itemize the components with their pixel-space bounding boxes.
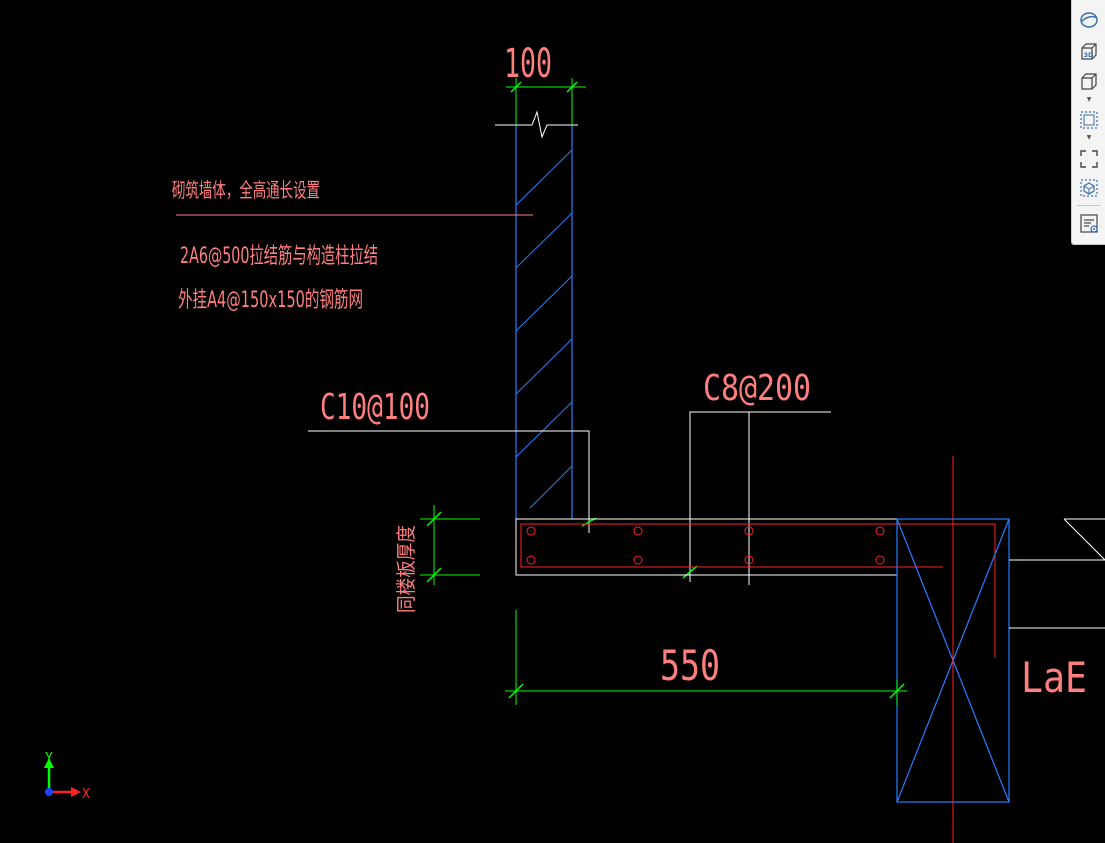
wall-note: 砌筑墙体，全高通长设置 2A6@500拉结筋与构造柱拉结 外挂A4@150x15… [172, 178, 533, 313]
stirrup-label: C10@100 [320, 387, 430, 428]
wall-note-line2: 外挂A4@150x150的钢筋网 [178, 288, 363, 313]
wall-note-title: 砌筑墙体，全高通长设置 [172, 178, 320, 202]
dimension-wall-thickness: 100 [504, 41, 586, 125]
properties-icon [1080, 214, 1098, 233]
dimension-slab-depth: 同楼板厚度 [394, 505, 480, 613]
toolbar-separator [1077, 205, 1101, 206]
view-cube-icon [1081, 73, 1097, 90]
anchor-label: LaE [1021, 653, 1087, 702]
selection-box-icon [1080, 111, 1098, 129]
rebar-dots [526, 526, 885, 565]
wall-hatch [515, 149, 573, 509]
3d-view-button[interactable]: 3D [1076, 40, 1102, 64]
dim-text-550: 550 [660, 641, 720, 690]
selection-box-button[interactable] [1076, 108, 1102, 132]
dimension-length: 550 [505, 610, 907, 705]
ucs-y-label: Y [45, 751, 53, 766]
dim-text-100: 100 [504, 41, 552, 87]
orbit-icon [1080, 12, 1098, 28]
svg-text:3D: 3D [1084, 51, 1095, 59]
break-line [495, 110, 578, 139]
properties-button[interactable] [1076, 211, 1102, 235]
view-cube-button[interactable] [1076, 70, 1102, 94]
masonry-wall [515, 125, 573, 519]
wall-note-line1: 2A6@500拉结筋与构造柱拉结 [180, 244, 378, 269]
view-cube-dropdown-icon[interactable]: ▼ [1086, 96, 1092, 103]
display-style-button[interactable] [1076, 176, 1102, 200]
view-toolbar: 3D ▼ ▼ [1071, 0, 1105, 245]
orbit-button[interactable] [1076, 8, 1102, 32]
3d-view-icon: 3D [1081, 43, 1097, 60]
fullscreen-icon [1080, 150, 1098, 168]
display-style-icon [1080, 179, 1098, 197]
dim-text-slab-depth: 同楼板厚度 [394, 525, 418, 613]
distribution-leader: C8@200 [682, 368, 831, 585]
distribution-label: C8@200 [703, 368, 811, 409]
ucs-icon: Y X [44, 751, 90, 802]
selection-dropdown-icon[interactable]: ▼ [1086, 134, 1092, 141]
slab-section [515, 518, 996, 658]
right-beam-lines [1009, 518, 1105, 629]
fullscreen-button[interactable] [1076, 147, 1102, 171]
ucs-x-label: X [82, 787, 90, 802]
stirrup-leader: C10@100 [308, 387, 597, 533]
